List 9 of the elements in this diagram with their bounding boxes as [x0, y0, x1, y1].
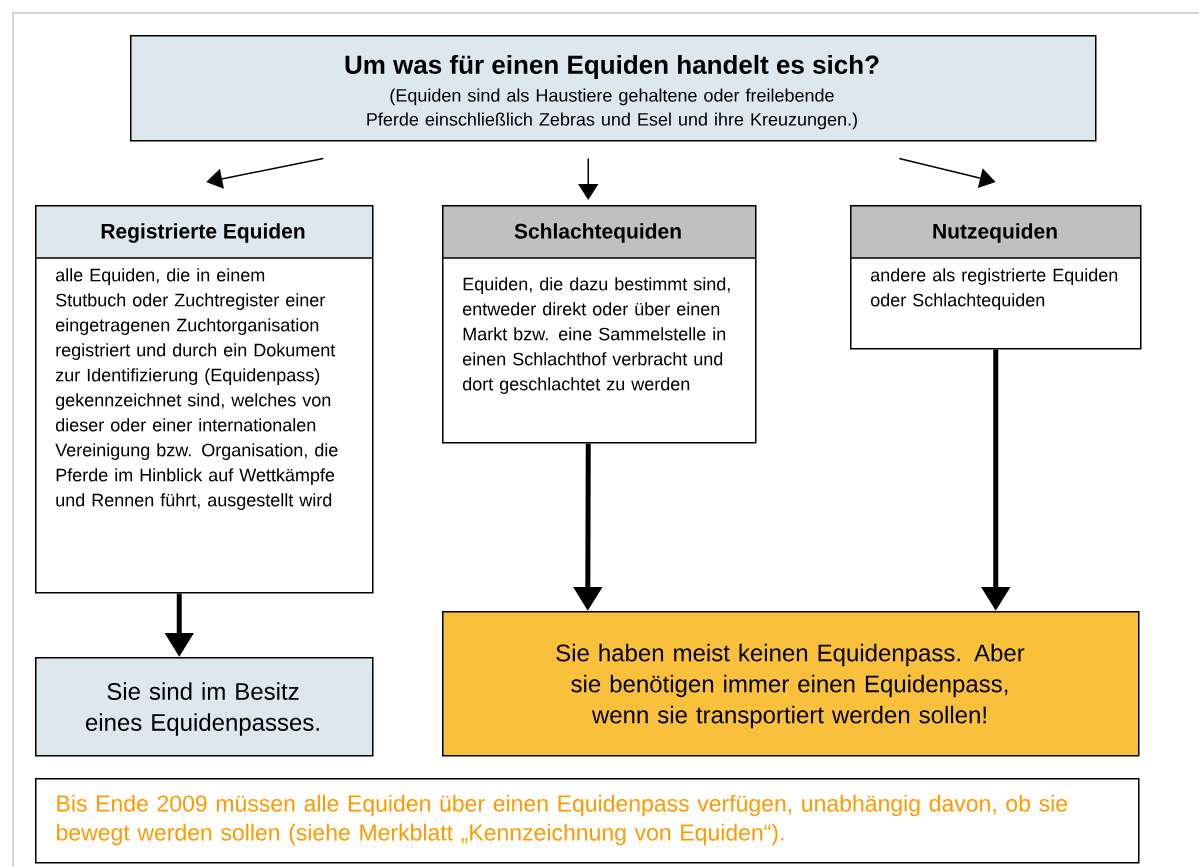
question-box: Um was für einen Equiden handelt es sich? (Equiden sind als Haustiere gehaltene oder freilebende Pferde einschließlich Zebras und Esel und ihre Kreuzungen.) [130, 35, 1097, 142]
category-box: Nutzequiden andere als registrierte Equiden oder Schlachtequiden [849, 205, 1142, 350]
result-box: Sie haben meist keinen Equidenpass. Aber sie benötigen immer einen Equidenpass, wenn sie transportiert werden sollen! [442, 611, 1140, 757]
result-box: Sie sind im Besitz eines Equidenpasses. [35, 657, 374, 757]
category-box: Registrierte Equiden alle Equiden, die in einem Stutbuch oder Zuchtregister einer eingetragenen Zuchtorganisation registriert und durch ein Dokument zur Identifizierung (Equidenpass) gekennzeichnet sind, welches von dieser oder einer internationalen Vereinigung bzw. Organisation, die Pferde im Hinblick auf Wettkämpfe und Rennen führt, ausgestellt wird [34, 205, 374, 594]
note-box: Bis Ende 2009 müssen alle Equiden über einen Equidenpass verfügen, unabhängig davon, ob sie bewegt werden sollen (siehe Merkblatt „Kennzeichnung von Equiden“). [35, 778, 1140, 864]
arrow [206, 157, 324, 189]
arrow [578, 157, 599, 200]
category-box: Schlachtequiden Equiden, die dazu bestimmt sind, entweder direkt oder über einen Markt bzw. eine Sammelstelle in einen Schlachthof verbracht und dort geschlachtet zu werden [441, 205, 757, 444]
